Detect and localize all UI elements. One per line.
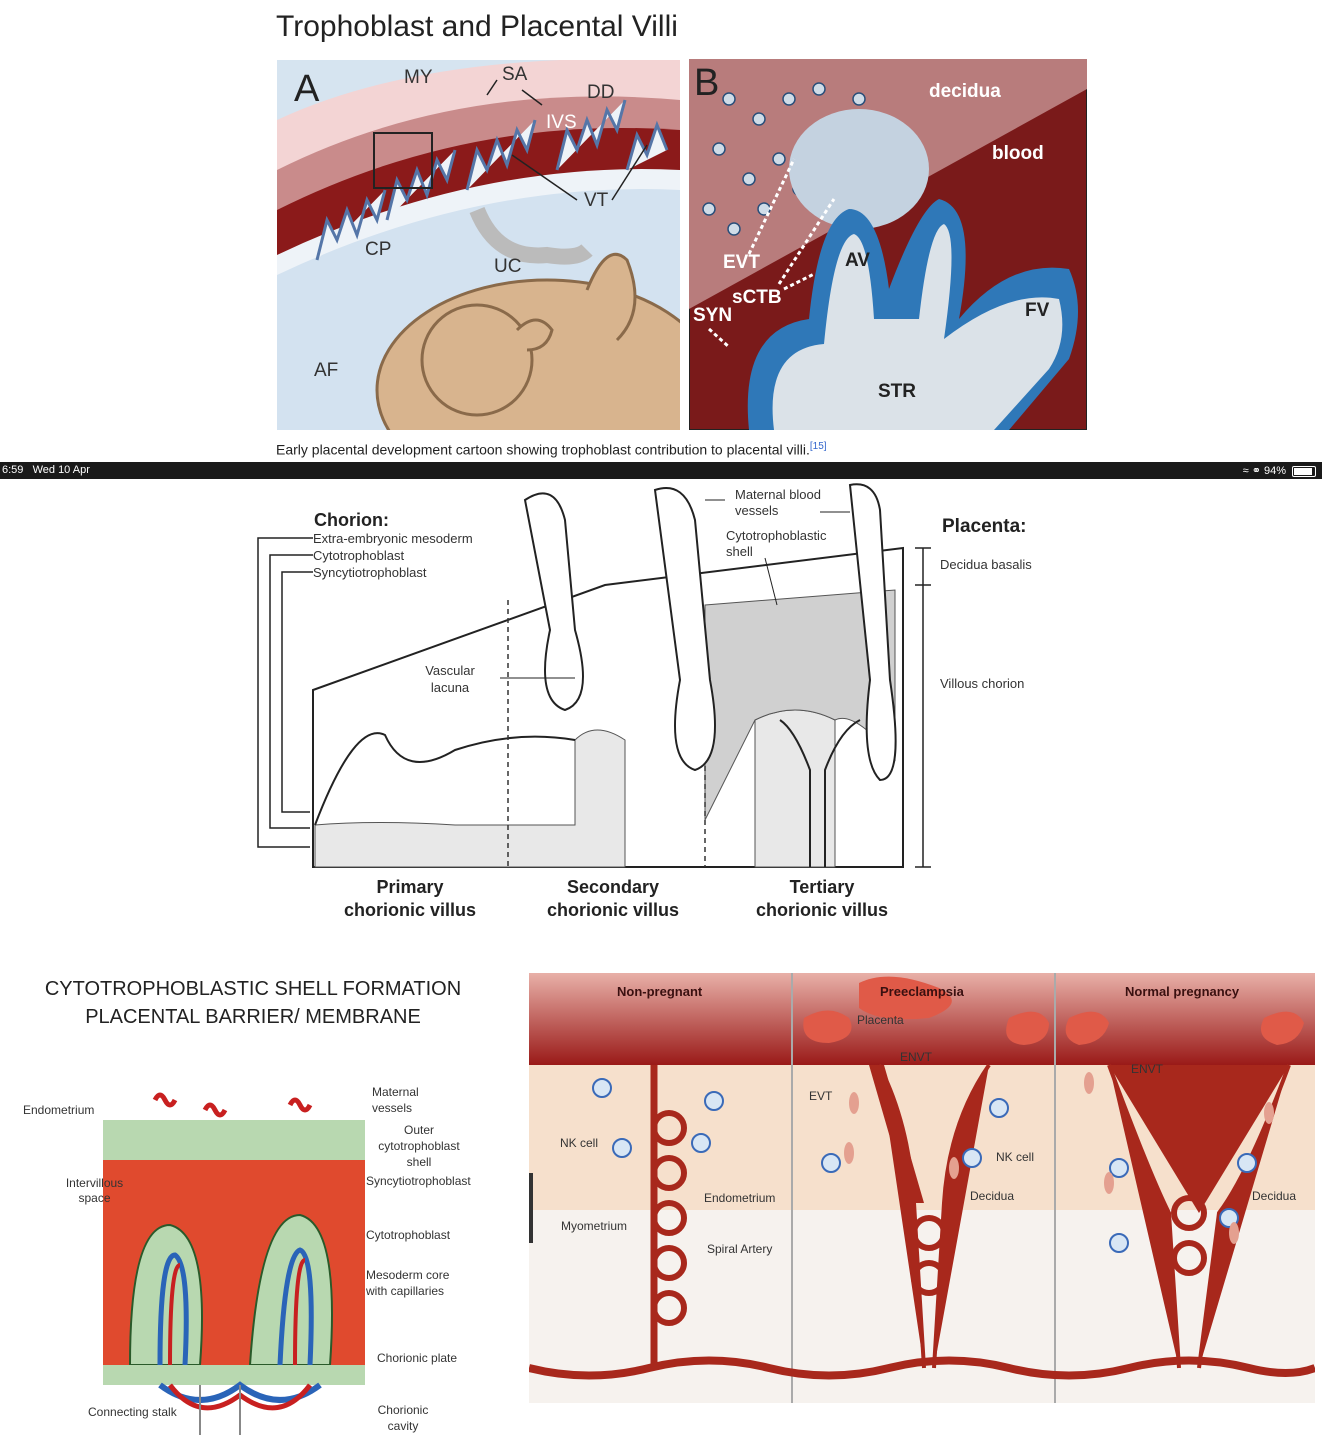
cyto-label: Cytotrophoblast (366, 1228, 451, 1242)
decidua-label-2: Decidua (1252, 1189, 1297, 1203)
battery-icon (1292, 466, 1316, 477)
chorionic-villi-diagram (257, 483, 931, 868)
chorion-title: Chorion: (314, 510, 389, 530)
villus-tertiary-line2: chorionic villus (755, 900, 889, 920)
label-af: AF (314, 360, 339, 381)
label-fv: FV (1025, 300, 1050, 321)
chorionic-plate-label: Chorionic plate (377, 1351, 458, 1365)
label-uc: UC (494, 256, 522, 277)
label-sa: SA (502, 64, 528, 85)
wifi-icon: ≈ (1242, 465, 1249, 477)
shell-heading-2: PLACENTAL BARRIER/ MEMBRANE (85, 1006, 421, 1028)
villus-secondary-line2: chorionic villus (546, 900, 680, 920)
spiral-artery-label: Spiral Artery (707, 1242, 773, 1256)
villus-tertiary-line1: Tertiary (789, 877, 855, 897)
status-right: ≈ ⚭ 94% (1243, 464, 1286, 477)
panel-b-illustration (689, 59, 1087, 430)
col-normal-pregnancy: Normal pregnancy (1125, 984, 1240, 999)
label-dd: DD (587, 82, 615, 103)
evt-label: EVT (809, 1089, 833, 1103)
envt-label-1: ENVT (900, 1050, 933, 1064)
status-time-date: 6:59 Wed 10 Apr (2, 464, 90, 476)
label-av: AV (845, 250, 870, 271)
chorionic-cavity-label: Chorionic cavity (377, 1403, 429, 1433)
outer-shell-label: Outer cytotrophoblast shell (378, 1123, 460, 1169)
headphones-icon: ⚭ (1251, 465, 1261, 477)
label-evt: EVT (723, 252, 760, 273)
shell-label: Cytotrophoblastic shell (726, 528, 827, 559)
label-vt: VT (584, 190, 609, 211)
col-preeclampsia: Preeclampsia (880, 984, 964, 999)
status-date: Wed 10 Apr (32, 464, 90, 476)
panel-a-letter: A (294, 68, 320, 110)
caption-text: Early placental development cartoon show… (276, 441, 810, 458)
villus-primary-line1: Primary (376, 877, 444, 897)
vascular-lacuna-label: Vascular lacuna (425, 663, 475, 695)
intervillous-label: Intervillous space (65, 1176, 124, 1205)
battery-percent: 94% (1263, 465, 1286, 477)
endometrium-label-2: Endometrium (704, 1191, 776, 1205)
connecting-stalk-label: Connecting stalk (88, 1405, 177, 1419)
decidua-basalis-label: Decidua basalis (940, 557, 1032, 572)
label-my: MY (404, 67, 433, 88)
mesoderm-label: Mesoderm core with capillaries (366, 1268, 450, 1298)
shell-heading-1: CYTOTROPHOBLASTIC SHELL FORMATION (44, 978, 462, 1000)
citation-link[interactable]: [15] (809, 441, 827, 452)
label-sctb: sCTB (732, 287, 782, 308)
label-ivs: IVS (546, 112, 577, 133)
status-time: 6:59 (2, 464, 24, 476)
figure-caption: Early placental development cartoon show… (276, 441, 827, 458)
nk-cell-label-1: NK cell (560, 1136, 599, 1150)
decidua-label-1: Decidua (970, 1189, 1015, 1203)
shell-formation-illustration (103, 1092, 365, 1435)
placenta-label: Placenta (857, 1013, 904, 1027)
label-str: STR (878, 381, 916, 402)
spiral-artery-illustration (529, 973, 1315, 1403)
villous-chorion-label: Villous chorion (940, 676, 1025, 691)
maternal-vessels-label: Maternal blood vessels (735, 487, 821, 518)
myometrium-label: Myometrium (561, 1219, 628, 1233)
villus-primary-line2: chorionic villus (343, 900, 477, 920)
chorion-item-2: Cytotrophoblast (313, 548, 405, 563)
envt-label-2: ENVT (1131, 1062, 1164, 1076)
page-title: Trophoblast and Placental Villi (276, 10, 678, 43)
label-blood: blood (992, 143, 1044, 164)
chorion-item-1: Extra-embryonic mesoderm (313, 531, 473, 546)
label-cp: CP (365, 239, 392, 260)
panel-a-illustration (277, 60, 680, 430)
chorion-item-3: Syncytiotrophoblast (313, 565, 427, 580)
panel-b-letter: B (694, 62, 720, 104)
label-syn: SYN (693, 305, 733, 326)
endometrium-label: Endometrium (23, 1103, 95, 1117)
placenta-title: Placenta: (942, 516, 1027, 537)
syncytio-label: Syncytiotrophoblast (366, 1174, 471, 1188)
status-bar: 6:59 Wed 10 Apr ≈ ⚭ 94% (0, 462, 1322, 479)
col-non-pregnant: Non-pregnant (617, 984, 703, 999)
villus-secondary-line1: Secondary (566, 877, 660, 897)
label-decidua: decidua (929, 81, 1001, 102)
nk-cell-label-2: NK cell (996, 1150, 1035, 1164)
maternal-vessels-label-2: Maternal vessels (372, 1085, 419, 1115)
